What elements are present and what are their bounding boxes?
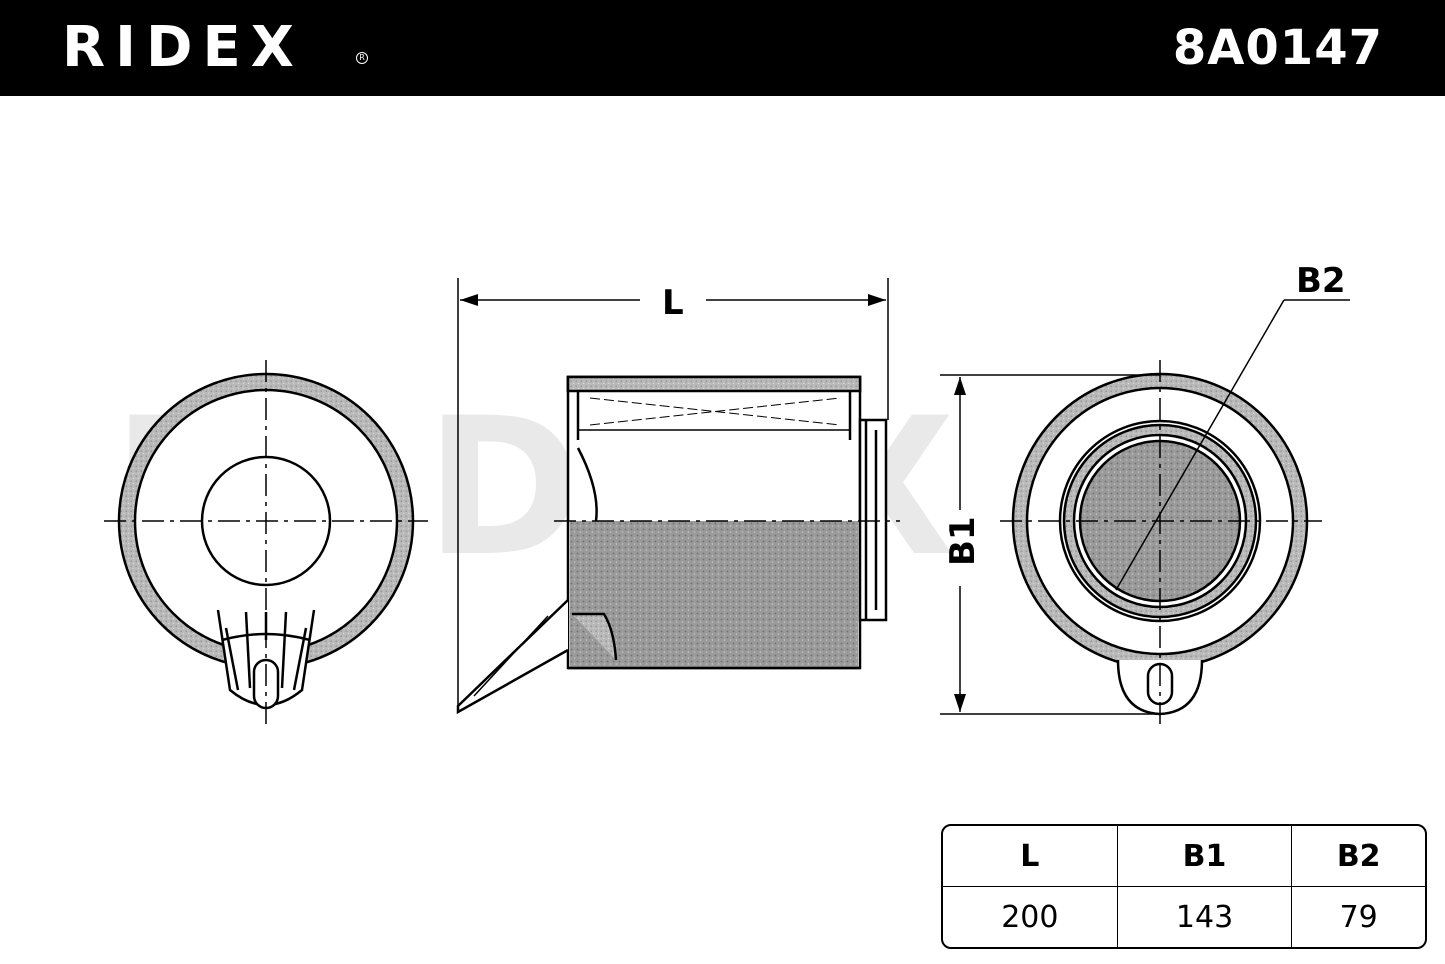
left-centerlines bbox=[104, 360, 428, 726]
header-B1: B1 bbox=[1117, 826, 1293, 887]
dimensions-header-row: L B1 B2 bbox=[943, 826, 1425, 887]
label-B2: B2 bbox=[1296, 261, 1346, 301]
header-L: L bbox=[943, 826, 1118, 887]
part-number: 8A0147 bbox=[1172, 20, 1383, 76]
dimensions-value-row: 200 143 79 bbox=[943, 887, 1425, 947]
side-view bbox=[456, 375, 888, 715]
dimension-B1 bbox=[940, 374, 1160, 715]
dimension-B2 bbox=[1115, 299, 1350, 591]
label-B1: B1 bbox=[943, 516, 983, 566]
dimensions-table: L B1 B2 200 143 79 bbox=[941, 824, 1427, 949]
registered-mark-icon: R bbox=[356, 52, 368, 64]
value-L: 200 bbox=[943, 887, 1118, 947]
dimension-L bbox=[457, 278, 889, 706]
header-B2: B2 bbox=[1292, 826, 1425, 887]
value-B1: 143 bbox=[1118, 887, 1293, 947]
label-L: L bbox=[662, 283, 684, 323]
value-B2: 79 bbox=[1339, 899, 1378, 935]
header-bar: RIDEX R 8A0147 bbox=[0, 0, 1445, 96]
right-centerlines bbox=[1000, 360, 1322, 726]
brand-logo: RIDEX bbox=[62, 15, 304, 80]
